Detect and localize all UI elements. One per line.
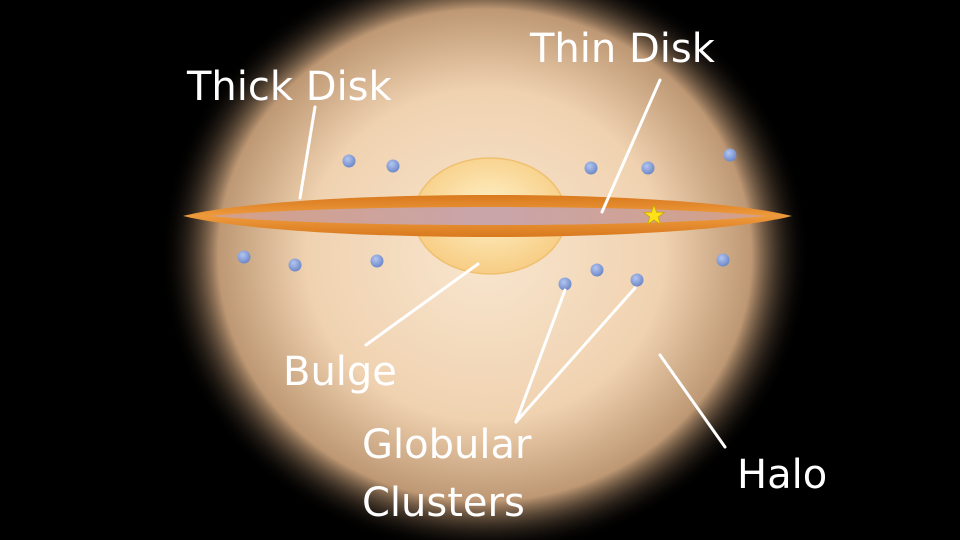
thin-disk-pointer (600, 78, 662, 214)
globular-clusters (237, 148, 737, 291)
globular-cluster-dot (288, 258, 302, 272)
thin-disk-shape (210, 207, 765, 225)
globular-cluster-dot (723, 148, 737, 162)
thick-disk-label: Thick Disk (186, 64, 393, 110)
globular-cluster-dot (237, 250, 251, 264)
globular-pointer-right (514, 286, 637, 424)
thick-disk-pointer (298, 105, 317, 200)
halo-label: Halo (737, 452, 827, 498)
sun-star-icon (642, 203, 666, 226)
globular-pointer-left (514, 288, 567, 424)
globular-label-line2: Clusters (362, 480, 525, 526)
globular-cluster-dot (558, 277, 572, 291)
bulge-pointer (364, 262, 480, 347)
globular-cluster-dot (370, 254, 384, 268)
globular-cluster-dot (716, 253, 730, 267)
globular-label-line1: Globular (362, 422, 532, 468)
thin-disk-label: Thin Disk (529, 26, 716, 72)
globular-cluster-dot (641, 161, 655, 175)
halo-pointer (658, 353, 727, 449)
bulge-label: Bulge (283, 349, 397, 395)
globular-cluster-dot (630, 273, 644, 287)
globular-cluster-dot (590, 263, 604, 277)
globular-cluster-dot (584, 161, 598, 175)
globular-cluster-dot (342, 154, 356, 168)
globular-cluster-dot (386, 159, 400, 173)
